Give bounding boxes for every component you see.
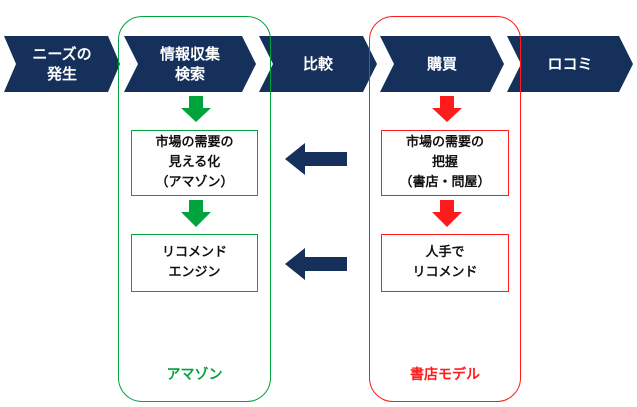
- step-review-label: ロコミ: [547, 55, 593, 73]
- step-purchase: 購買: [380, 36, 504, 92]
- bookstore-frame: [369, 16, 521, 402]
- manual-recommend-box: 人手で リコメンド: [381, 234, 509, 292]
- green-down-arrow-1: [181, 96, 211, 122]
- bookstore-demand-grasp-box: 市場の需要の 把握 （書店・問屋）: [381, 130, 509, 196]
- recommend-engine-text: リコメンド エンジン: [161, 245, 227, 280]
- manual-recommend-text: 人手で リコメンド: [412, 245, 478, 280]
- step-compare-label: 比較: [302, 55, 333, 73]
- red-down-arrow-1: [432, 96, 462, 122]
- step-compare: 比較: [259, 36, 377, 92]
- amazon-demand-visualization-box: 市場の需要の 見える化 （アマゾン）: [131, 130, 258, 196]
- left-arrow-upper: [285, 143, 347, 175]
- amazon-demand-visualization-text: 市場の需要の 見える化 （アマゾン）: [155, 135, 234, 190]
- step-needs-label: ニーズの 発生: [32, 45, 92, 83]
- step-search-label: 情報収集 検索: [159, 45, 220, 83]
- step-needs: ニーズの 発生: [4, 36, 120, 92]
- amazon-label: アマゾン: [166, 367, 223, 383]
- bookstore-label: 書店モデル: [410, 367, 480, 383]
- recommend-engine-box: リコメンド エンジン: [131, 234, 258, 292]
- step-purchase-label: 購買: [426, 55, 457, 73]
- left-arrow-lower: [285, 248, 347, 280]
- bookstore-demand-grasp-text: 市場の需要の 把握 （書店・問屋）: [399, 135, 491, 190]
- green-down-arrow-2: [181, 200, 211, 227]
- step-search: 情報収集 検索: [124, 36, 256, 92]
- step-review: ロコミ: [507, 36, 633, 92]
- red-down-arrow-2: [432, 200, 462, 227]
- amazon-frame: [118, 16, 271, 402]
